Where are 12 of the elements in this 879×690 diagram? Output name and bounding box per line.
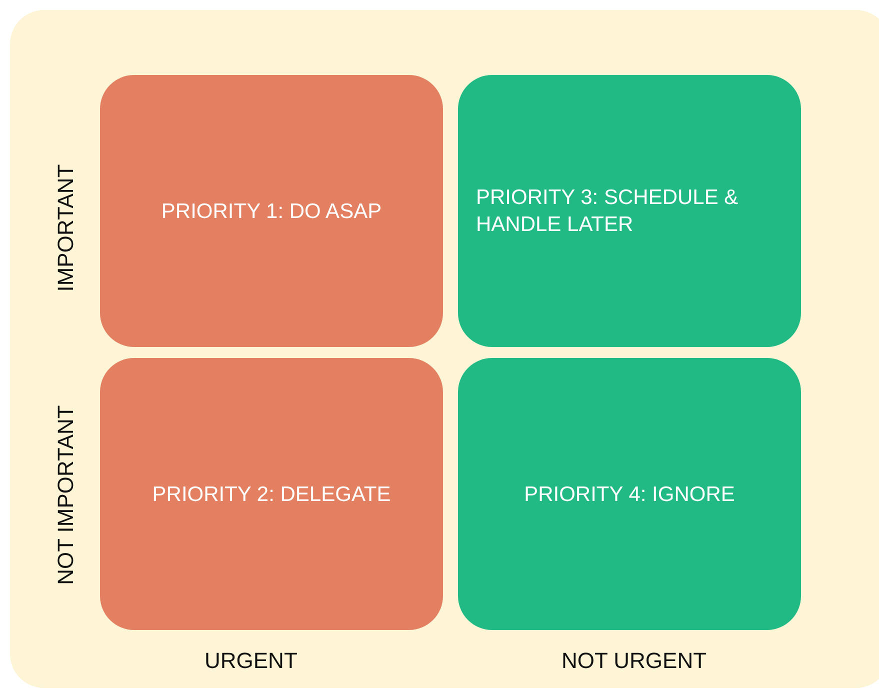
axis-label: URGENT bbox=[204, 648, 298, 674]
axis-label: IMPORTANT bbox=[52, 164, 79, 292]
quadrant-box bbox=[458, 358, 801, 630]
axis-label: NOT URGENT bbox=[562, 648, 707, 674]
axis-label: NOT IMPORTANT bbox=[52, 405, 79, 585]
quadrant-label: PRIORITY 4: IGNORE bbox=[524, 482, 735, 508]
quadrant-box bbox=[100, 358, 443, 630]
quadrant-label: PRIORITY 2: DELEGATE bbox=[152, 482, 391, 508]
quadrant-label: PRIORITY 1: DO ASAP bbox=[161, 198, 382, 224]
quadrant-box bbox=[100, 75, 443, 347]
quadrant-label: PRIORITY 3: SCHEDULE & HANDLE LATER bbox=[476, 185, 740, 238]
quadrant-box bbox=[458, 75, 801, 347]
